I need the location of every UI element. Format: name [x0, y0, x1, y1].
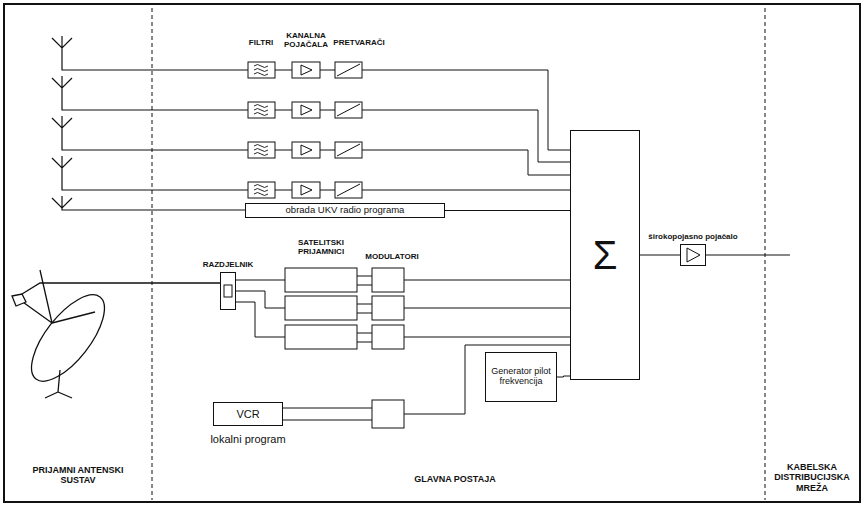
column-heading: PRETVARAČI — [333, 38, 384, 47]
region-divider — [152, 8, 153, 500]
receiver-boxes — [285, 268, 404, 428]
sat-wires — [236, 255, 790, 420]
node-heading: širokopojasno pojačalo — [648, 233, 738, 242]
node-text: obrada UKV radio programa — [286, 205, 405, 215]
region-label: PRIJAMNI ANTENSKI SUSTAV — [23, 465, 133, 486]
antenna — [52, 196, 245, 210]
node-text: Σ — [593, 233, 618, 277]
signal-line — [445, 210, 570, 211]
channel-chain — [248, 142, 570, 175]
satellite-dish — [12, 270, 220, 398]
amplifier-box: širokopojasno pojačalo — [680, 244, 706, 266]
antenna — [52, 76, 248, 110]
splitter-inner — [224, 285, 232, 297]
vcr-box: VCR — [213, 402, 283, 426]
terrestrial-chains — [52, 36, 570, 210]
splitter-box: RAZDJELNIK — [220, 272, 236, 310]
frame — [4, 4, 860, 502]
node-text: VCR — [236, 408, 259, 420]
channel-chain — [248, 62, 570, 150]
antenna — [52, 116, 248, 150]
column-heading: FILTRI — [249, 38, 273, 47]
column-heading: KANALNA POJAČALA — [280, 31, 332, 49]
process-box: obrada UKV radio programa — [245, 203, 445, 218]
amplifier-symbol — [687, 248, 700, 262]
node-text: Generator pilot frekvencija — [486, 367, 556, 387]
column-heading: SATELITSKI PRIJAMNICI — [286, 238, 356, 256]
antenna — [52, 36, 248, 70]
signal-line — [640, 255, 680, 256]
channel-chain — [248, 102, 570, 162]
region-divider — [765, 8, 766, 500]
column-heading: MODULATORI — [365, 252, 418, 261]
signal-line — [557, 376, 570, 377]
antenna — [52, 156, 248, 190]
node-heading: RAZDJELNIK — [193, 261, 263, 270]
summer-box: Σ — [570, 130, 640, 380]
region-label: GLAVNA POSTAJA — [414, 474, 495, 484]
region-label: KABELSKA DISTRIBUCIJSKA MREŽA — [769, 462, 855, 493]
generator-box: Generator pilot frekvencija — [485, 352, 557, 402]
channel-chain — [248, 182, 570, 198]
column-heading: lokalni program — [210, 433, 285, 446]
